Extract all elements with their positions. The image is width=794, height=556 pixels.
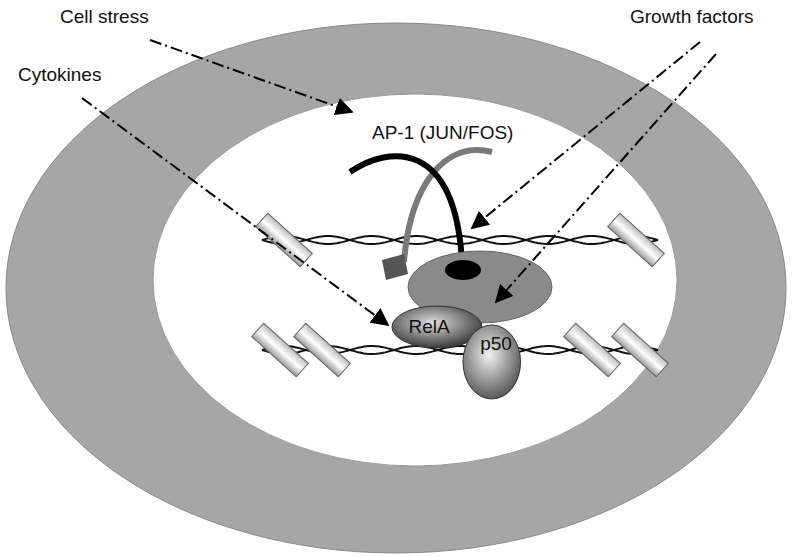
ap1-dimer: [445, 260, 481, 280]
ap1-arc: [350, 156, 462, 262]
signal-arrow: [82, 40, 716, 325]
transcription-arrowhead: [382, 254, 408, 280]
transcription-arrow: [404, 150, 492, 262]
label-text: AP-1 (JUN/FOS): [370, 122, 515, 144]
nucleus: [153, 94, 677, 466]
label-text: Cytokines: [18, 64, 101, 86]
dna-strand: [262, 236, 658, 354]
p50-subunit: p50: [462, 324, 522, 400]
label-text: Growth factors: [630, 6, 754, 28]
node-label: p50: [480, 333, 512, 355]
cell-body: [6, 23, 786, 553]
node-label: RelA: [408, 316, 449, 338]
label-text: Cell stress: [60, 6, 149, 28]
